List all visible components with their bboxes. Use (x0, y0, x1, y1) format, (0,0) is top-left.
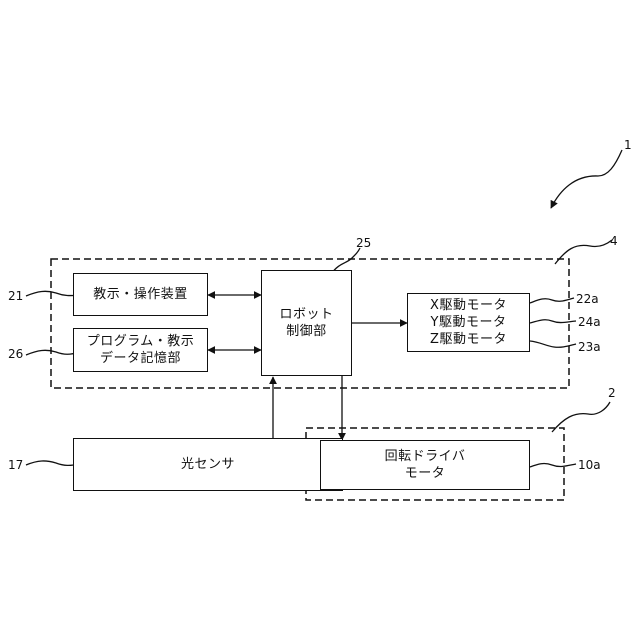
optical-sensor-box: 光センサ (73, 438, 343, 491)
ref-system: 1 (624, 138, 632, 152)
ref-program-memory: 26 (8, 347, 23, 361)
robot-controller-label-line1: ロボット (279, 306, 333, 323)
optical-sensor-label: 光センサ (181, 456, 235, 473)
y-motor-label: Y駆動モータ (431, 314, 507, 331)
leader-system-1 (551, 150, 622, 208)
ref-x-motor: 22a (576, 292, 599, 306)
ref-control-unit: 4 (610, 234, 618, 248)
leader-teach-device-21 (26, 291, 80, 296)
ref-rotation-unit: 2 (608, 386, 616, 400)
robot-controller-box: ロボット 制御部 (261, 270, 352, 376)
leader-rotation-motor-10a (530, 464, 576, 467)
rotation-motor-box: 回転ドライバ モータ (320, 440, 530, 490)
drive-motors-box: X駆動モータ Y駆動モータ Z駆動モータ (407, 293, 530, 352)
leader-control-unit-4 (555, 240, 612, 264)
robot-controller-label-line2: 制御部 (286, 323, 327, 340)
x-motor-label: X駆動モータ (430, 297, 507, 314)
program-memory-box: プログラム・教示 データ記憶部 (73, 328, 208, 372)
ref-y-motor: 24a (578, 315, 601, 329)
rotation-motor-label-line1: 回転ドライバ (385, 448, 466, 465)
leader-program-memory-26 (26, 350, 80, 355)
rotation-motor-label-line2: モータ (405, 465, 446, 482)
ref-teach-device: 21 (8, 289, 23, 303)
z-motor-label: Z駆動モータ (430, 331, 507, 348)
leader-x-motor-22a (530, 298, 574, 303)
program-memory-label-line2: データ記憶部 (100, 350, 181, 367)
program-memory-label-line1: プログラム・教示 (87, 333, 195, 350)
teach-device-box: 教示・操作装置 (73, 273, 208, 316)
leader-optical-sensor-17 (26, 461, 80, 465)
ref-z-motor: 23a (578, 340, 601, 354)
ref-optical-sensor: 17 (8, 458, 23, 472)
leader-y-motor-24a (530, 320, 576, 323)
ref-robot-controller: 25 (356, 236, 371, 250)
ref-rotation-motor: 10a (578, 458, 601, 472)
teach-device-label: 教示・操作装置 (93, 286, 188, 303)
